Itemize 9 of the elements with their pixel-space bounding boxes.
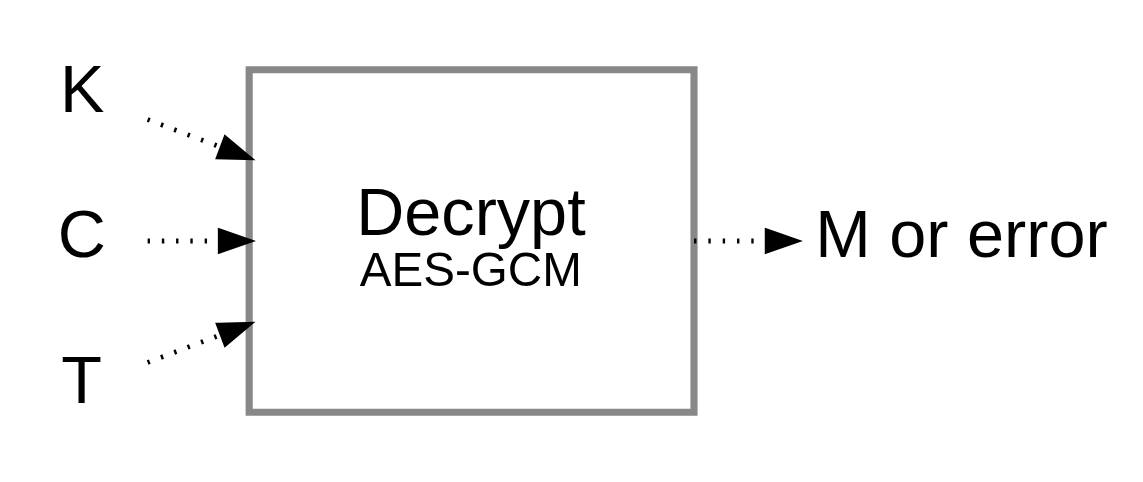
arrow (146, 321, 256, 365)
arrow (146, 117, 256, 161)
node-text: T (61, 342, 102, 417)
node-text: K (60, 52, 105, 127)
arrow (694, 227, 803, 255)
node-text: M or error (815, 197, 1108, 272)
arrow (147, 227, 256, 255)
node-box: Decrypt AES-GCM (245, 66, 698, 416)
node-text: C (57, 197, 106, 272)
